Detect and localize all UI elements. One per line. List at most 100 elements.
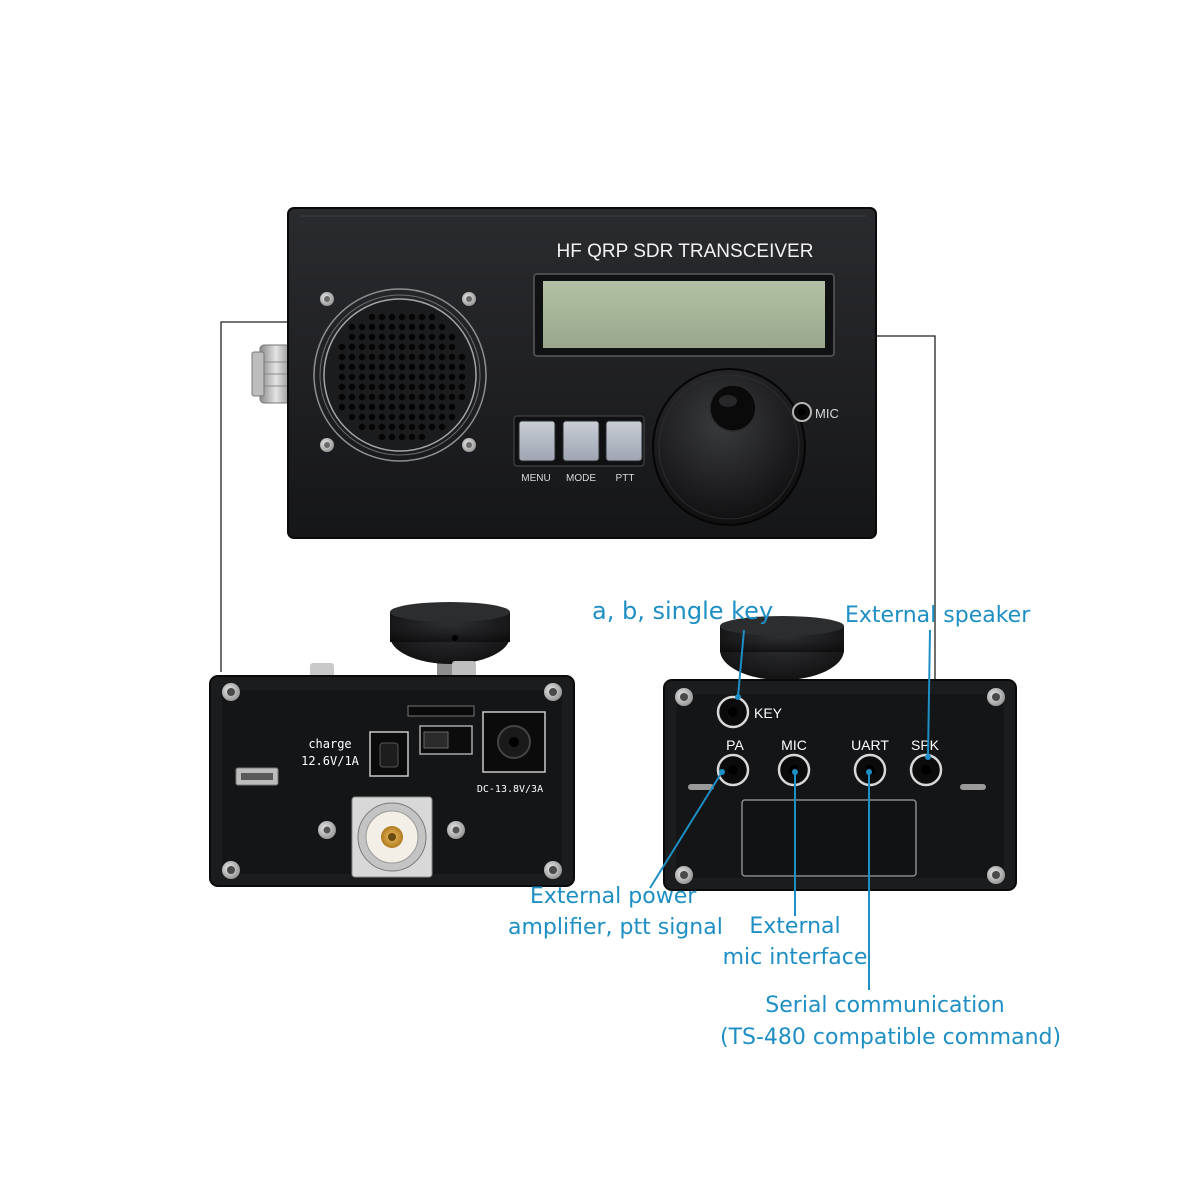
- speaker-hole: [358, 423, 366, 431]
- speaker-hole: [358, 373, 366, 381]
- speaker-hole: [408, 393, 416, 401]
- antenna-connector-rear[interactable]: [351, 796, 433, 878]
- speaker-hole: [348, 363, 356, 371]
- speaker-hole: [378, 413, 386, 421]
- speaker-hole: [438, 323, 446, 331]
- dc-jack[interactable]: [482, 711, 546, 773]
- spk-label: SPK: [911, 737, 940, 753]
- speaker-hole: [378, 343, 386, 351]
- speaker-hole: [438, 333, 446, 341]
- rear-window: [741, 799, 917, 877]
- key-label: KEY: [754, 705, 783, 721]
- speaker-hole: [428, 423, 436, 431]
- speaker-hole: [408, 373, 416, 381]
- speaker-hole: [348, 393, 356, 401]
- annotation-mic-line1: External: [749, 914, 841, 939]
- speaker-hole: [358, 353, 366, 361]
- speaker-hole: [438, 363, 446, 371]
- speaker-hole: [448, 343, 456, 351]
- speaker-hole: [408, 423, 416, 431]
- speaker-hole: [378, 433, 386, 441]
- speaker-hole: [368, 333, 376, 341]
- speaker-hole: [408, 363, 416, 371]
- speaker-hole: [348, 403, 356, 411]
- pa-label: PA: [726, 737, 744, 753]
- speaker-hole: [338, 373, 346, 381]
- speaker-hole: [378, 363, 386, 371]
- speaker-hole: [448, 413, 456, 421]
- speaker-hole: [348, 333, 356, 341]
- speaker-hole: [428, 353, 436, 361]
- speaker-hole: [368, 313, 376, 321]
- speaker-hole: [398, 433, 406, 441]
- speaker-hole: [388, 433, 396, 441]
- annotation-uart-line2: (TS-480 compatible command): [720, 1025, 1062, 1050]
- speaker-hole: [438, 373, 446, 381]
- annotation-pa-line2: amplifier, ptt signal: [508, 915, 723, 940]
- ptt-button[interactable]: [605, 420, 643, 462]
- speaker-hole: [408, 323, 416, 331]
- speaker-hole: [378, 313, 386, 321]
- front-panel-title: HF QRP SDR TRANSCEIVER: [557, 241, 814, 262]
- speaker-hole: [418, 393, 426, 401]
- speaker-hole: [418, 313, 426, 321]
- mode-button[interactable]: [562, 420, 600, 462]
- tuning-knob[interactable]: [652, 368, 806, 526]
- speaker-hole: [428, 313, 436, 321]
- speaker-hole: [388, 393, 396, 401]
- speaker-hole: [368, 373, 376, 381]
- speaker-hole: [378, 323, 386, 331]
- rear-panel-right: KEY PA MIC UART SPK: [663, 616, 1017, 891]
- front-mic-jack[interactable]: [792, 402, 812, 422]
- mode-label: MODE: [566, 473, 596, 484]
- speaker-hole: [388, 403, 396, 411]
- key-jack[interactable]: [716, 695, 750, 729]
- speaker-hole: [398, 393, 406, 401]
- speaker-hole: [348, 323, 356, 331]
- speaker-hole: [358, 393, 366, 401]
- speaker-hole: [388, 313, 396, 321]
- speaker-hole: [448, 403, 456, 411]
- speaker-hole: [398, 363, 406, 371]
- speaker-hole: [388, 333, 396, 341]
- speaker-hole: [458, 373, 466, 381]
- speaker-hole: [418, 343, 426, 351]
- speaker-hole: [398, 323, 406, 331]
- speaker-hole: [368, 323, 376, 331]
- speaker-hole: [418, 363, 426, 371]
- speaker-hole: [458, 383, 466, 391]
- knob-top-right: [720, 616, 844, 680]
- spk-jack[interactable]: [909, 753, 943, 787]
- speaker-hole: [348, 353, 356, 361]
- speaker-hole: [398, 313, 406, 321]
- speaker-hole: [378, 393, 386, 401]
- speaker-hole: [428, 323, 436, 331]
- speaker-hole: [448, 333, 456, 341]
- speaker-hole: [398, 403, 406, 411]
- uart-label: UART: [851, 737, 889, 753]
- speaker-hole: [408, 353, 416, 361]
- speaker-hole: [338, 363, 346, 371]
- speaker-hole: [418, 383, 426, 391]
- speaker-grille: [313, 288, 487, 462]
- menu-button[interactable]: [518, 420, 556, 462]
- speaker-hole: [368, 363, 376, 371]
- speaker-hole: [428, 333, 436, 341]
- speaker-hole: [378, 383, 386, 391]
- speaker-hole: [368, 343, 376, 351]
- speaker-hole: [458, 353, 466, 361]
- speaker-hole: [448, 363, 456, 371]
- speaker-hole: [438, 383, 446, 391]
- speaker-hole: [338, 353, 346, 361]
- speaker-hole: [418, 403, 426, 411]
- speaker-hole: [408, 333, 416, 341]
- speaker-hole: [388, 323, 396, 331]
- speaker-hole: [398, 383, 406, 391]
- charge-rating: 12.6V/1A: [301, 754, 360, 768]
- speaker-hole: [348, 413, 356, 421]
- annotation-lines: [649, 629, 931, 990]
- speaker-hole: [398, 333, 406, 341]
- speaker-hole: [418, 323, 426, 331]
- pa-jack[interactable]: [716, 753, 750, 787]
